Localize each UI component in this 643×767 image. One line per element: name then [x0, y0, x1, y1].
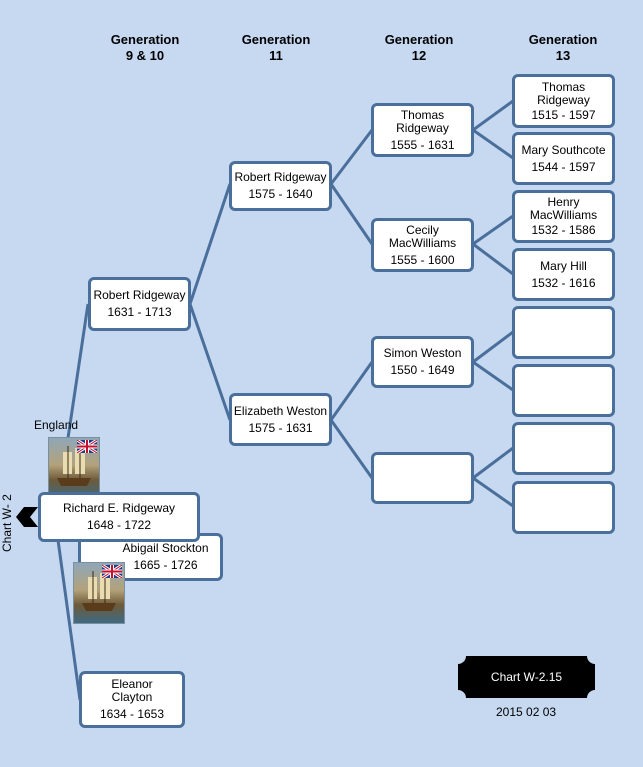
person-card-empty-gen13-2[interactable]	[512, 364, 615, 417]
person-card-thomas-ridgeway-1515[interactable]: Thomas Ridgeway 1515 - 1597	[512, 74, 615, 128]
person-card-eleanor-clayton[interactable]: Eleanor Clayton 1634 - 1653	[79, 671, 185, 728]
union-jack-flag-icon	[102, 565, 122, 578]
person-card-empty-gen13-3[interactable]	[512, 422, 615, 475]
chart-date: 2015 02 03	[496, 705, 557, 719]
person-card-elizabeth-weston[interactable]: Elizabeth Weston 1575 - 1631	[229, 393, 332, 446]
chart-plaque	[458, 656, 595, 698]
person-card-empty-gen13-1[interactable]	[512, 306, 615, 359]
person-card-henry-macwilliams[interactable]: Henry MacWilliams 1532 - 1586	[512, 190, 615, 243]
person-card-empty-gen13-4[interactable]	[512, 481, 615, 534]
person-card-richard-ridgeway[interactable]: Richard E. Ridgeway 1648 - 1722	[38, 492, 200, 542]
person-card-mary-hill[interactable]: Mary Hill 1532 - 1616	[512, 248, 615, 301]
union-jack-flag-icon	[77, 440, 97, 453]
person-card-simon-weston[interactable]: Simon Weston 1550 - 1649	[371, 336, 474, 388]
chevron-left-icon[interactable]	[16, 507, 38, 527]
person-card-robert-ridgeway-1575[interactable]: Robert Ridgeway 1575 - 1640	[229, 161, 332, 211]
person-card-cecily-macwilliams[interactable]: Cecily MacWilliams 1555 - 1600	[371, 218, 474, 272]
chart-reference-label: Chart W- 2	[0, 494, 14, 552]
origin-label: England	[34, 418, 79, 432]
person-card-thomas-ridgeway-1555[interactable]: Thomas Ridgeway 1555 - 1631	[371, 103, 474, 157]
person-card-robert-ridgeway-1631[interactable]: Robert Ridgeway 1631 - 1713	[88, 277, 191, 331]
ship-icon	[48, 437, 100, 499]
person-card-empty-gen12[interactable]	[371, 452, 474, 504]
chart-plaque-label: Chart W-2.15	[490, 670, 563, 684]
ship-icon	[73, 562, 125, 624]
person-card-mary-southcote[interactable]: Mary Southcote 1544 - 1597	[512, 132, 615, 185]
